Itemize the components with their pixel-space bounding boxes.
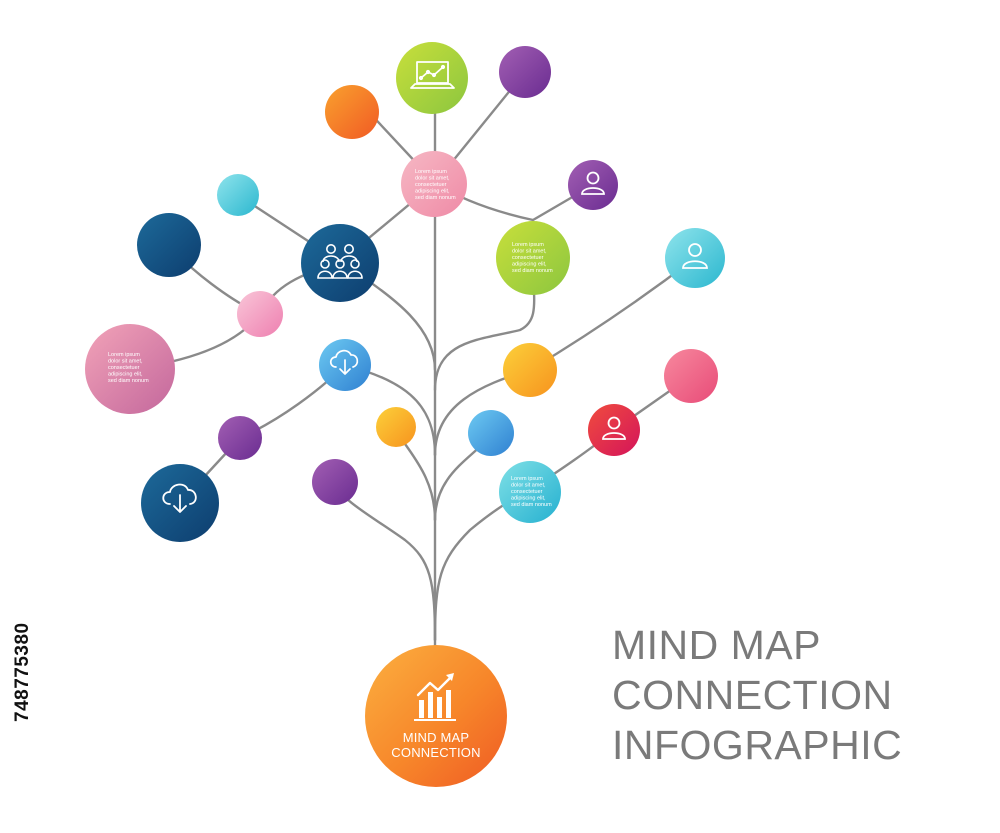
placeholder-line: consectetuer — [511, 489, 543, 495]
node-text-lime-text: Lorem ipsum dolor sit amet, consectetuer… — [512, 242, 553, 274]
growth-arrow-head — [446, 673, 454, 681]
title-line-2: CONNECTION — [612, 672, 893, 718]
user-icon — [581, 171, 605, 195]
team-group-icon — [317, 244, 363, 279]
node-user-red-circle — [588, 404, 640, 456]
node-purple-mid — [312, 459, 358, 505]
node-purple-left — [218, 416, 262, 460]
title-line-3: INFOGRAPHIC — [612, 722, 903, 768]
root-node: MIND MAP CONNECTION — [365, 645, 507, 787]
placeholder-line: sed diam nonum — [108, 378, 149, 384]
nodes: Lorem ipsum dolor sit amet, consectetuer… — [85, 42, 725, 787]
node-user-purple-circle — [568, 160, 618, 210]
node-user-red — [588, 404, 640, 456]
node-text-mauve: Lorem ipsum dolor sit amet, consectetuer… — [85, 324, 175, 414]
node-team — [301, 224, 379, 302]
laptop-chart-icon — [410, 61, 455, 89]
stock-id-label: 748775380 — [8, 596, 38, 726]
connector-lines — [128, 70, 697, 652]
user-icon — [682, 243, 708, 269]
root-label-line1: MIND MAP — [403, 730, 470, 745]
node-user-purple — [568, 160, 618, 210]
placeholder-line: dolor sit amet, — [415, 176, 450, 182]
node-text-lime-circle — [496, 221, 570, 295]
node-user-cyan — [665, 228, 725, 288]
placeholder-line: sed diam nonum — [415, 195, 456, 201]
node-text-teal: Lorem ipsum dolor sit amet, consectetuer… — [499, 461, 561, 523]
placeholder-line: Lorem ipsum — [511, 476, 543, 482]
node-laptop — [396, 42, 468, 114]
placeholder-line: consectetuer — [108, 365, 140, 371]
growth-arrow — [416, 674, 454, 697]
placeholder-line: consectetuer — [415, 182, 447, 188]
node-blue-small — [468, 410, 514, 456]
root-node-circle — [365, 645, 507, 787]
placeholder-line: Lorem ipsum — [415, 169, 447, 175]
placeholder-line: adipiscing elit, — [108, 372, 143, 378]
node-text-pink-center-text: Lorem ipsum dolor sit amet, consectetuer… — [415, 169, 456, 201]
title-line-1: MIND MAP — [612, 622, 821, 668]
node-yellow-small — [376, 407, 416, 447]
connector-line — [333, 480, 437, 642]
node-text-pink-center-circle — [401, 151, 467, 217]
node-purple-top — [499, 46, 551, 98]
root-label-line2: CONNECTION — [391, 745, 480, 760]
placeholder-line: Lorem ipsum — [512, 242, 544, 248]
node-text-mauve-circle — [85, 324, 175, 414]
placeholder-line: dolor sit amet, — [511, 483, 546, 489]
node-yellow-right — [503, 343, 557, 397]
node-text-lime: Lorem ipsum dolor sit amet, consectetuer… — [496, 221, 570, 295]
node-cloud-blue — [319, 339, 371, 391]
placeholder-line: dolor sit amet, — [512, 249, 547, 255]
node-text-mauve-text: Lorem ipsum dolor sit amet, consectetuer… — [108, 352, 149, 384]
node-user-cyan-circle — [665, 228, 725, 288]
node-pink-small — [237, 291, 283, 337]
placeholder-line: dolor sit amet, — [108, 359, 143, 365]
growth-chart-icon — [414, 690, 456, 721]
cloud-download-icon — [329, 349, 359, 375]
stock-id-text: 748775380 — [12, 622, 33, 722]
placeholder-line: sed diam nonum — [511, 502, 552, 508]
node-text-teal-text: Lorem ipsum dolor sit amet, consectetuer… — [511, 476, 552, 508]
placeholder-line: Lorem ipsum — [108, 352, 140, 358]
node-text-teal-circle — [499, 461, 561, 523]
placeholder-line: adipiscing elit, — [512, 262, 547, 268]
placeholder-line: sed diam nonum — [512, 268, 553, 274]
node-cyan-small — [217, 174, 259, 216]
placeholder-line: consectetuer — [512, 255, 544, 261]
cloud-download-icon — [162, 483, 197, 513]
placeholder-line: adipiscing elit, — [511, 496, 546, 502]
node-cloud-navy — [141, 464, 219, 542]
user-icon — [602, 416, 626, 440]
node-orange-top — [325, 85, 379, 139]
node-rose — [664, 349, 718, 403]
node-laptop-circle — [396, 42, 468, 114]
node-team-circle — [301, 224, 379, 302]
node-text-pink-center: Lorem ipsum dolor sit amet, consectetuer… — [401, 151, 467, 217]
placeholder-line: adipiscing elit, — [415, 189, 450, 195]
node-navy-large — [137, 213, 201, 277]
